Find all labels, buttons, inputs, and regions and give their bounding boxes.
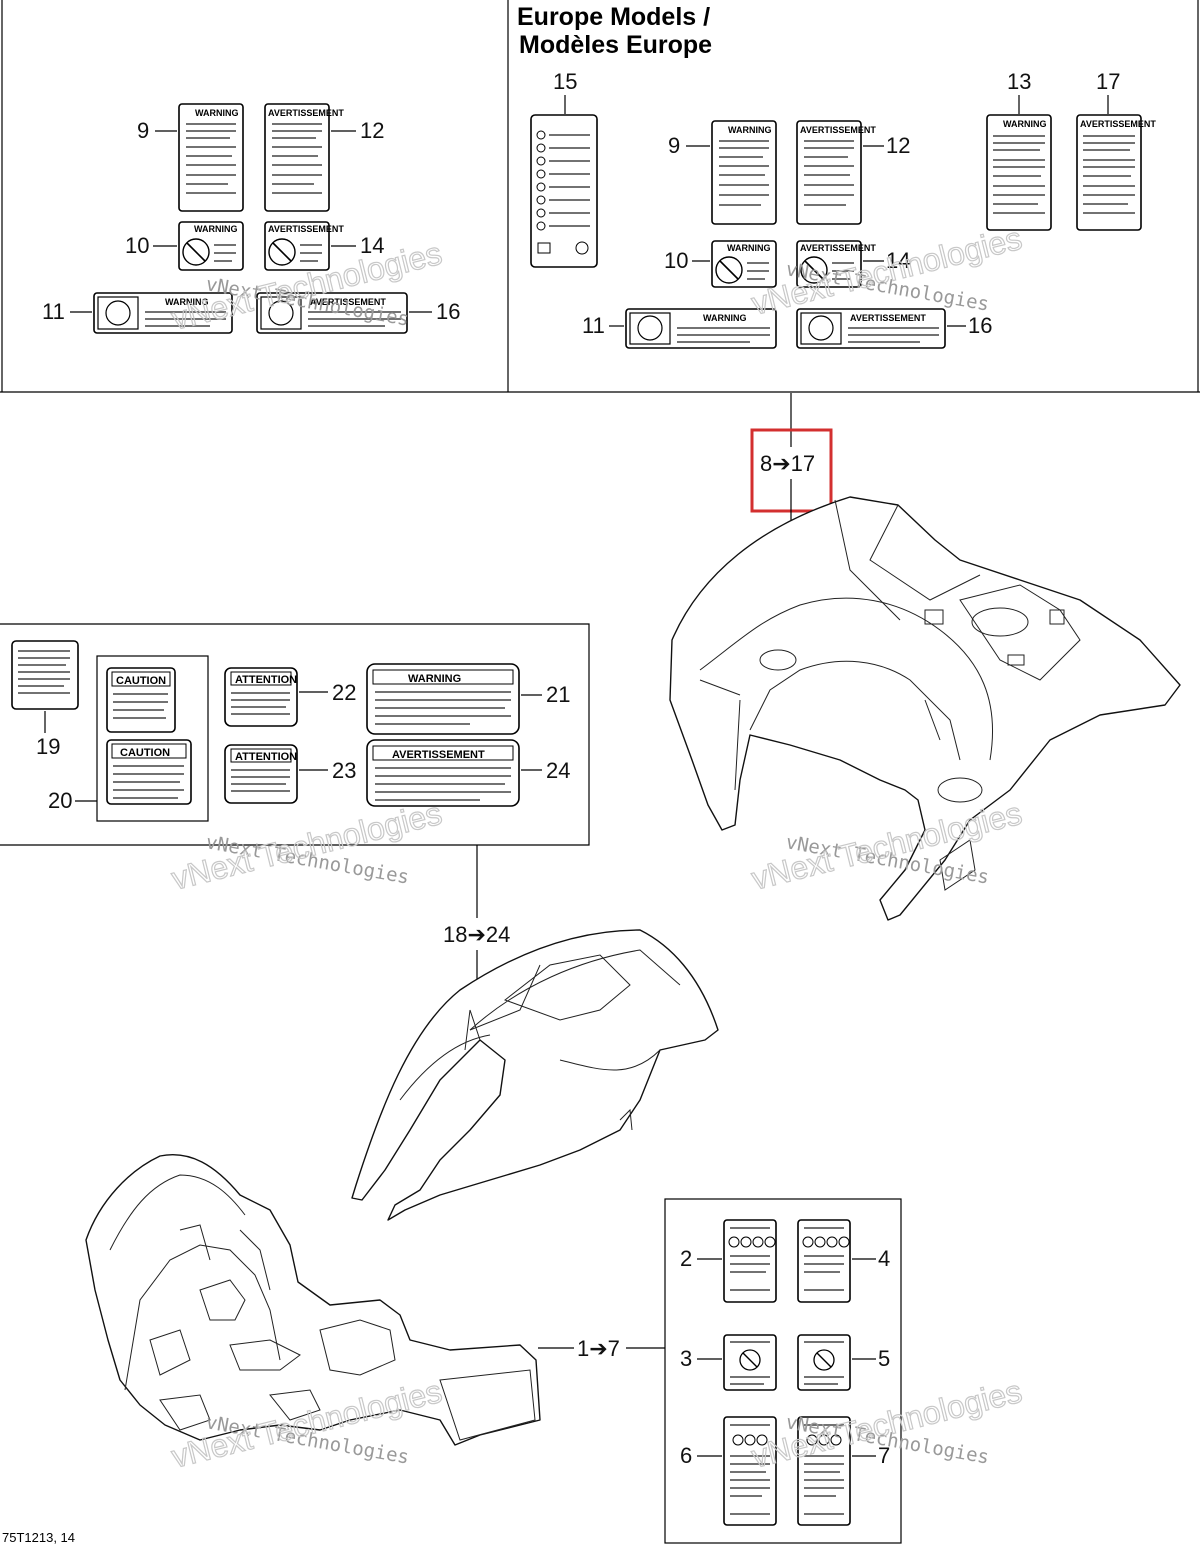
decal-9-na-title: WARNING [195, 108, 239, 118]
callout-12-na: 12 [360, 118, 384, 143]
callout-21: 21 [546, 682, 570, 707]
decal-20-box [96, 655, 209, 822]
callout-9-eu: 9 [668, 133, 680, 158]
decal-9-eu[interactable] [711, 120, 777, 225]
diagram-code: 75T1213, 14 [2, 1530, 75, 1545]
callout-9-na: 9 [137, 118, 149, 143]
decal-13-eu[interactable] [986, 114, 1052, 231]
decal-11-eu-title: WARNING [703, 313, 747, 323]
callout-4: 4 [878, 1246, 890, 1271]
decal-16-na-title: AVERTISSEMENT [310, 297, 386, 307]
callout-13-eu: 13 [1007, 69, 1031, 94]
decal-17-eu-title: AVERTISSEMENT [1080, 119, 1156, 129]
callout-14-eu: 14 [886, 248, 910, 273]
callout-17-eu: 17 [1096, 69, 1120, 94]
atv-rider-icon-11-na [105, 300, 131, 326]
decal-10-na-title: WARNING [194, 224, 238, 234]
atv-rider-icon-16-na [268, 300, 294, 326]
decal-17-eu[interactable] [1076, 114, 1142, 231]
rear-fender-part[interactable] [351, 929, 719, 1221]
decal-box-18-24: 19 20 CAUTION CAUTION ATTENTION 22 [0, 623, 590, 846]
callout-8-17-group: 8➔17 [750, 393, 833, 530]
decal-group-north-america: WARNING 9 AVERTISSEMENT 12 WARNING 10 [42, 103, 460, 334]
callout-5: 5 [878, 1346, 890, 1371]
decal-7[interactable] [797, 1416, 851, 1526]
decal-14-eu-title: AVERTISSEMENT [800, 243, 876, 253]
decal-16-eu-title: AVERTISSEMENT [850, 313, 926, 323]
decal-group-1-7: 1➔7 2 4 3 [538, 1198, 902, 1544]
decal-11-na-title: WARNING [165, 297, 209, 307]
decal-24-title: AVERTISSEMENT [392, 749, 485, 761]
callout-11-na: 11 [42, 299, 65, 324]
decal-13-eu-title: WARNING [1003, 119, 1047, 129]
callout-6: 6 [680, 1443, 692, 1468]
decal-10-eu-title: WARNING [727, 243, 771, 253]
decal-15-eu-symbol-rows [536, 130, 590, 255]
frame-lines [0, 0, 1200, 393]
callout-1-7: 1➔7 [577, 1336, 620, 1361]
atv-rider-icon-16-eu [808, 315, 834, 341]
callout-10-na: 10 [125, 233, 149, 258]
callout-19: 19 [36, 734, 60, 759]
decal-12-eu[interactable] [796, 120, 862, 225]
decal-12-na[interactable] [264, 103, 330, 212]
callout-7: 7 [878, 1443, 890, 1468]
decal-1-7-box [664, 1198, 902, 1544]
callout-2: 2 [680, 1246, 692, 1271]
decal-23-title: ATTENTION [235, 751, 297, 763]
decal-6[interactable] [723, 1416, 777, 1526]
decal-12-na-text-lines [272, 123, 322, 194]
callout-10-eu: 10 [664, 248, 688, 273]
no-passenger-icon-3 [739, 1349, 761, 1371]
decal-group-europe: 15 WARNING 9 AVERTISSEMENT [530, 69, 1156, 349]
decal-15-eu[interactable] [530, 114, 598, 268]
decal-14-na-title: AVERTISSEMENT [268, 224, 344, 234]
callout-16-na: 16 [436, 299, 460, 324]
decal-20-caution-top-title: CAUTION [116, 675, 166, 687]
callout-16-eu: 16 [968, 313, 992, 338]
body-assembly-part[interactable] [85, 1154, 541, 1446]
decal-20-caution-bottom-title: CAUTION [120, 747, 170, 759]
callout-23: 23 [332, 758, 356, 783]
decal-12-eu-title: AVERTISSEMENT [800, 125, 876, 135]
callout-18-24: 18➔24 [443, 922, 510, 947]
decal-9-eu-title: WARNING [728, 125, 772, 135]
callout-3: 3 [680, 1346, 692, 1371]
callout-15-eu: 15 [553, 69, 577, 94]
decal-22-title: ATTENTION [235, 674, 297, 686]
atv-rider-icon-11-eu [637, 315, 663, 341]
decal-9-na[interactable] [178, 103, 244, 212]
decal-5[interactable] [797, 1334, 851, 1391]
callout-12-eu: 12 [886, 133, 910, 158]
no-passenger-icon-5 [813, 1349, 835, 1371]
decal-12-na-title: AVERTISSEMENT [268, 108, 344, 118]
front-fender-part[interactable] [669, 496, 1181, 921]
decal-9-na-text-lines [186, 123, 236, 194]
decal-21-title: WARNING [408, 673, 461, 685]
europe-models-title-line2: Modèles Europe [519, 31, 712, 59]
callout-8-17: 8➔17 [760, 451, 815, 476]
europe-models-title-line1: Europe Models / [517, 3, 710, 31]
callout-14-na: 14 [360, 233, 384, 258]
callout-24: 24 [546, 758, 570, 783]
callout-22: 22 [332, 680, 356, 705]
callout-20: 20 [48, 788, 72, 813]
decal-3[interactable] [723, 1334, 777, 1391]
callout-11-eu: 11 [582, 313, 605, 338]
